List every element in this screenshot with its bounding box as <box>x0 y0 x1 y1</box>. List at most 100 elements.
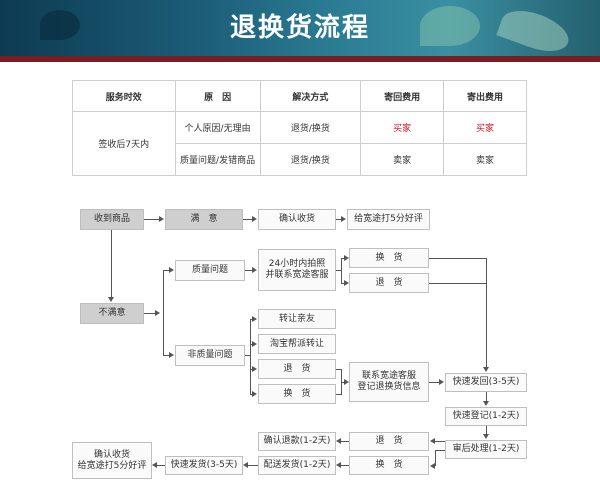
arrow-right-icon <box>344 280 349 286</box>
connector <box>341 258 345 259</box>
connector <box>250 319 251 394</box>
flow-process: 审后处理(1-2天) <box>445 440 527 459</box>
header-banner: 退换货流程 <box>0 0 600 62</box>
connector <box>250 344 253 345</box>
connector <box>341 258 342 283</box>
flow-received: 收到商品 <box>80 209 144 230</box>
arrow-down-icon <box>108 297 114 302</box>
leaf-decoration <box>420 6 480 46</box>
connector <box>336 270 342 271</box>
table-row: 签收后7天内 个人原因/无理由 退货/换货 买家 买家 <box>72 111 527 176</box>
arrow-right-icon <box>159 216 164 222</box>
flow-non-quality-issue: 非质量问题 <box>175 345 245 366</box>
flow-delivery: 配送发货(1-2天) <box>258 456 336 475</box>
connector <box>336 219 342 220</box>
connector <box>341 465 349 466</box>
connector <box>163 355 170 356</box>
arrow-left-icon <box>243 462 248 468</box>
arrow-left-icon <box>336 462 341 468</box>
connector <box>245 355 250 356</box>
connector <box>341 441 349 442</box>
flow-give-review: 给宽途打5分好评 <box>347 209 430 230</box>
arrow-down-icon <box>483 401 489 406</box>
flow-fast-return: 快速发回(3-5天) <box>445 373 527 392</box>
connector <box>163 270 164 356</box>
arrow-right-icon <box>169 352 174 358</box>
connector <box>163 270 170 271</box>
flow-photo-line1: 24小时内拍照 <box>268 259 326 269</box>
connector <box>341 382 345 383</box>
table-header: 寄出费用 <box>443 80 527 112</box>
connector <box>157 465 165 466</box>
connector <box>336 369 341 370</box>
connector <box>111 230 112 298</box>
flow-not-satisfied: 不满意 <box>80 303 144 324</box>
connector <box>144 219 160 220</box>
arrow-right-icon <box>341 216 346 222</box>
arrow-right-icon <box>252 316 257 322</box>
flow-satisfied: 满 意 <box>165 209 243 230</box>
flow-exchange-2: 换 货 <box>258 384 336 404</box>
flow-return-2: 退 货 <box>258 359 336 379</box>
flow-transfer-friend: 转让亲友 <box>258 309 336 329</box>
connector <box>245 270 253 271</box>
flow-contact-register: 联系宽途客服 登记退换货信息 <box>349 362 429 402</box>
arrow-right-icon <box>169 267 174 273</box>
arrow-right-icon <box>344 379 349 385</box>
table-header: 原 因 <box>174 80 261 112</box>
ink-decoration <box>40 10 80 40</box>
arrow-left-icon <box>336 438 341 444</box>
connector <box>243 219 253 220</box>
flow-quality-issue: 质量问题 <box>175 260 245 281</box>
flow-final-line1: 确认收货 <box>93 449 130 460</box>
flow-fast-register: 快速登记(1-2天) <box>445 407 527 426</box>
connector <box>486 258 487 368</box>
connector <box>486 426 487 435</box>
connector <box>429 283 486 284</box>
arrow-left-icon <box>430 438 435 444</box>
connector <box>250 319 253 320</box>
flow-photo-line2: 并联系宽途客服 <box>265 270 329 280</box>
flow-final-line2: 给宽途打5分好评 <box>77 460 147 471</box>
flow-photo-contact: 24小时内拍照 并联系宽途客服 <box>258 249 336 291</box>
arrow-right-icon <box>155 310 160 316</box>
flow-return: 退 货 <box>349 273 429 293</box>
connector <box>250 369 253 370</box>
flow-exchange: 换 货 <box>349 248 429 268</box>
table-cell: 质量问题/发错商品 <box>174 143 261 176</box>
arrow-right-icon <box>252 391 257 397</box>
connector <box>336 394 341 395</box>
flow-fast-ship: 快速发货(3-5天) <box>165 456 243 475</box>
fee-table: 服务时效 原 因 解决方式 寄回费用 寄出费用 签收后7天内 个人原因/无理由 … <box>72 80 527 176</box>
arrow-right-icon <box>344 255 349 261</box>
table-cell: 退货/换货 <box>259 143 362 176</box>
arrow-right-icon <box>252 216 257 222</box>
arrow-left-icon <box>430 463 435 469</box>
flow-contact-line1: 联系宽途客服 <box>361 371 416 381</box>
table-cell: 买家 <box>443 111 527 144</box>
arrow-right-icon <box>252 267 257 273</box>
table-cell: 退货/换货 <box>259 111 362 144</box>
page-title: 退换货流程 <box>229 13 370 43</box>
connector <box>486 392 487 402</box>
arrow-right-icon <box>439 379 444 385</box>
arrow-right-icon <box>252 366 257 372</box>
table-header: 解决方式 <box>259 80 362 112</box>
connector <box>429 258 486 259</box>
table-cell: 卖家 <box>360 143 445 176</box>
connector <box>341 283 345 284</box>
arrow-left-icon <box>152 462 157 468</box>
table-cell-period: 签收后7天内 <box>72 111 176 176</box>
connector <box>248 465 258 466</box>
connector <box>435 450 445 451</box>
connector <box>429 382 440 383</box>
flow-confirm-refund: 确认退款(1-2天) <box>258 432 336 451</box>
table-cell: 卖家 <box>443 143 527 176</box>
table-header-row: 服务时效 原 因 解决方式 寄回费用 寄出费用 <box>72 80 527 112</box>
flow-contact-line2: 登记退换货信息 <box>357 382 421 392</box>
flow-exchange-3: 换 货 <box>349 456 429 475</box>
arrow-down-icon <box>483 367 489 372</box>
connector <box>144 313 156 314</box>
flow-confirm-receipt: 确认收货 <box>258 209 336 230</box>
table-cell: 买家 <box>360 111 445 144</box>
